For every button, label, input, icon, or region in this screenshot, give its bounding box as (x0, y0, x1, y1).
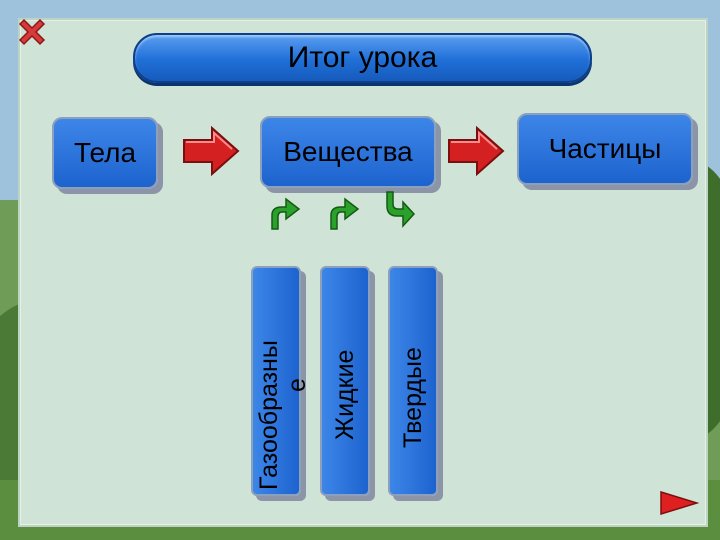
next-slide-button[interactable] (659, 490, 699, 516)
box-substances[interactable]: Вещества (260, 116, 436, 188)
box-bodies-label: Тела (74, 137, 136, 169)
state-box-solid[interactable]: Твердые (388, 266, 438, 496)
box-particles-label: Частицы (549, 133, 662, 165)
page-title: Итог урока (288, 41, 437, 75)
close-x-icon (14, 14, 50, 50)
state-solid-label: Твердые (399, 347, 427, 448)
play-next-icon (659, 490, 699, 516)
box-substances-label: Вещества (283, 136, 413, 168)
arrow-right-icon (447, 126, 505, 176)
close-button[interactable] (14, 14, 50, 50)
box-particles[interactable]: Частицы (517, 113, 693, 185)
state-gaseous-label-line1: Газообразны (255, 340, 283, 490)
state-box-gaseous[interactable]: Газообразны е (251, 266, 301, 496)
lesson-title-bar: Итог урока (133, 33, 592, 83)
state-box-liquid[interactable]: Жидкие (320, 266, 370, 496)
curved-arrow-up-icon (268, 193, 302, 231)
curved-arrow-down-icon (383, 190, 417, 230)
state-gaseous-label-line2: е (283, 378, 311, 392)
box-bodies[interactable]: Тела (52, 117, 158, 189)
state-liquid-label: Жидкие (331, 350, 359, 440)
curved-arrow-up-icon (327, 193, 361, 231)
arrow-right-icon (182, 126, 240, 176)
